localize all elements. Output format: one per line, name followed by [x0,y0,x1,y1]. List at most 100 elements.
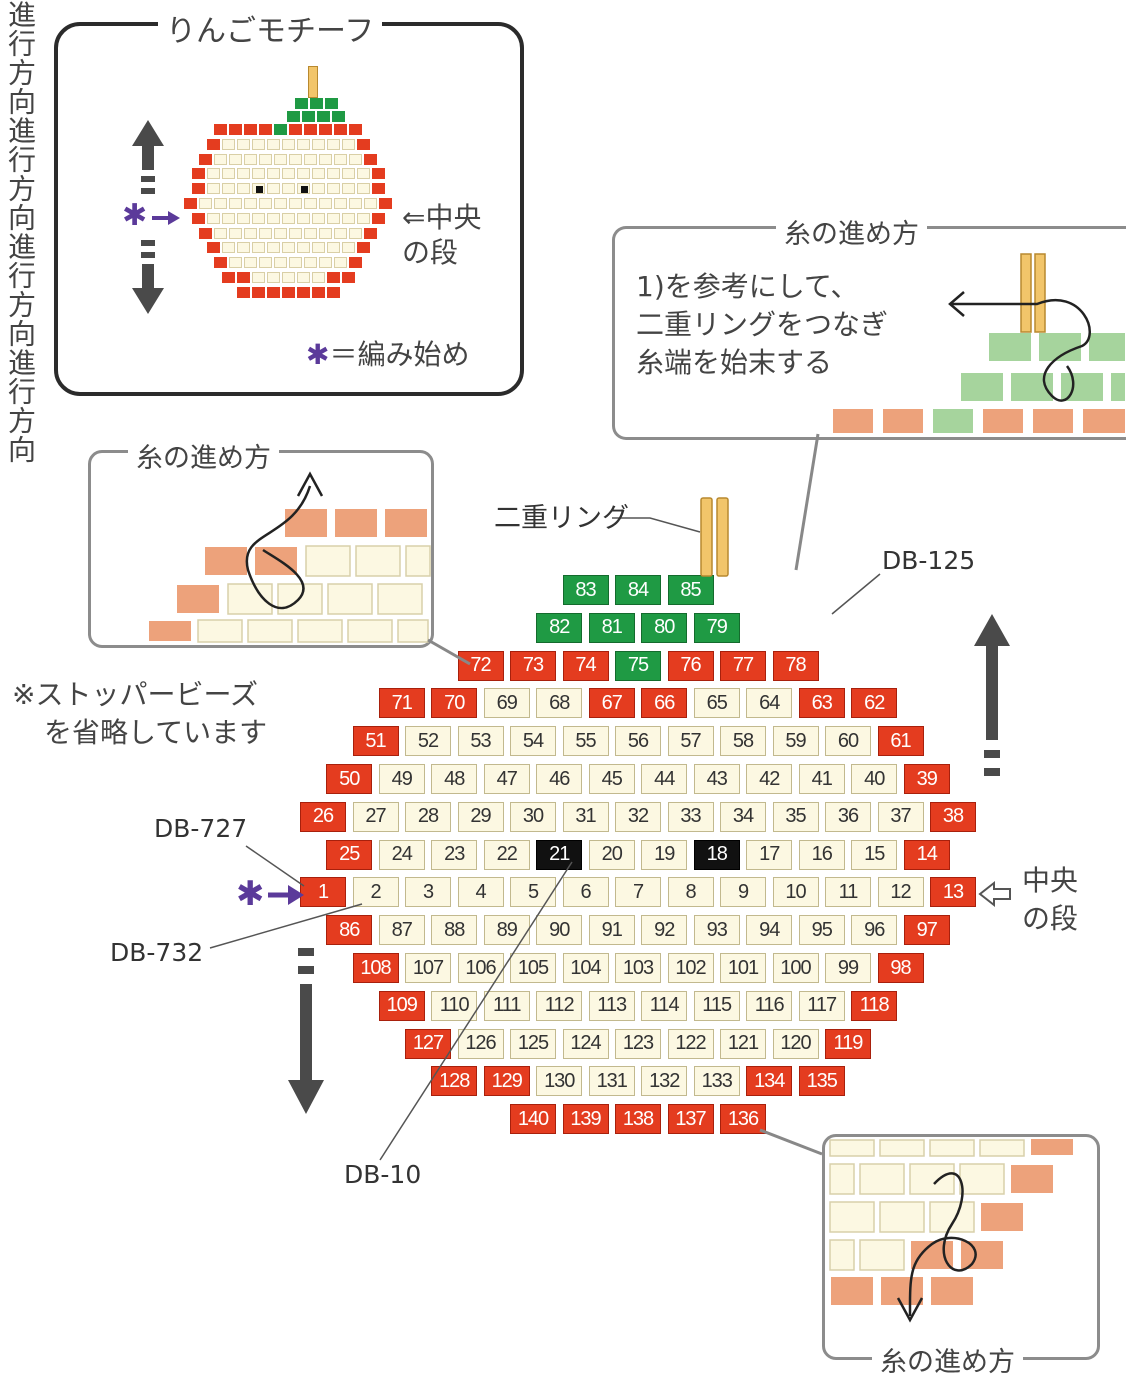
bead-24: 24 [378,839,425,870]
bead-83: 83 [562,575,609,605]
bead-108: 108 [352,953,399,983]
mini-bead [251,286,265,298]
mini-bead [281,272,295,283]
bead-117: 117 [798,990,845,1021]
mini-bead [287,111,300,122]
bead-130: 130 [536,1066,583,1097]
thread-note-line-3: 糸端を始末する [636,346,833,379]
mini-bead [289,124,302,135]
direction-up-label: 進行方向 [4,232,37,348]
mini-bead [304,124,317,135]
mini-bead [371,168,385,180]
mini-bead [296,242,310,254]
bead-35: 35 [772,801,819,832]
bead-4: 4 [457,877,504,908]
mini-bead [341,212,355,224]
mini-bead [266,183,280,195]
bead-87: 87 [378,915,425,946]
bead-126: 126 [457,1028,504,1059]
mini-bead [184,198,197,209]
mini-bead [349,153,362,165]
bead-18: 18 [693,839,740,870]
mini-bead [236,242,250,254]
mini-bead [311,286,325,298]
mini-bead [266,242,280,254]
mini-bead [326,286,340,298]
mini-bead [251,168,265,180]
bead-44: 44 [641,764,688,794]
bead-3: 3 [405,877,451,908]
bead-32: 32 [615,801,661,832]
mini-bead [356,138,370,150]
bead-118: 118 [851,990,898,1021]
thread-left-illustration [147,471,431,643]
mini-bead [236,286,250,298]
mini-bead [251,212,265,224]
bead-15: 15 [851,839,898,870]
db727-label: DB-727 [154,814,248,843]
mini-bead [281,138,295,150]
mini-bead [334,153,347,165]
bead-109: 109 [378,990,425,1021]
bead-43: 43 [693,764,740,794]
bead-12: 12 [877,877,924,908]
mini-bead [281,183,295,195]
mini-bead [364,227,377,239]
mini-bead [251,272,265,283]
arrow-down-icon [132,264,164,314]
mini-bead [356,242,370,254]
motif-overview-title: りんごモチーフ [158,6,383,50]
bead-98: 98 [877,953,924,983]
bead-34: 34 [720,801,766,832]
bead-91: 91 [588,915,635,946]
mini-bead [206,212,220,224]
arrow-up-icon [132,120,164,170]
bead-94: 94 [746,915,793,946]
bead-10: 10 [772,877,819,908]
bead-40: 40 [851,764,898,794]
bead-127: 127 [405,1028,451,1059]
mini-bead [191,212,205,224]
mini-bead [341,242,355,254]
start-mark-icon: ✱ [236,874,265,914]
mini-bead [319,124,332,135]
direction-down-arrow-icon [288,948,324,1114]
motif-direction-down-label: 進行方向 [4,116,37,232]
mini-bead [244,198,257,209]
mini-bead [326,183,340,195]
bead-84: 84 [615,575,661,605]
mini-bead [259,257,272,269]
thread-note-line-2: 二重リングをつなぎ [636,308,889,341]
mini-bead [319,257,332,269]
bead-53: 53 [457,726,504,757]
bead-36: 36 [825,801,871,832]
mini-bead [244,257,257,269]
bead-107: 107 [405,953,451,983]
mini-bead [244,153,257,165]
mini-bead [296,138,310,150]
bead-39: 39 [903,764,950,794]
mini-bead [319,153,332,165]
center-row-label-1: 中央 [1022,864,1079,897]
bead-19: 19 [641,839,688,870]
bead-46: 46 [536,764,583,794]
mini-bead [341,183,355,195]
db732-label: DB-732 [110,938,204,967]
thread-bottom-illustration [829,1137,1075,1323]
db125-label: DB-125 [882,546,976,575]
bead-57: 57 [667,726,714,757]
thread-box-left-title: 糸の進め方 [128,436,279,475]
mini-bead [317,111,330,122]
bead-77: 77 [720,650,766,681]
bead-69: 69 [483,688,530,719]
mini-bead [236,183,250,195]
bead-70: 70 [431,688,478,719]
bead-45: 45 [588,764,635,794]
mini-bead [214,124,227,135]
mini-bead [266,286,280,298]
bead-25: 25 [326,839,373,870]
mini-bead [371,183,385,195]
bead-121: 121 [720,1028,766,1059]
bead-92: 92 [641,915,688,946]
mini-bead [304,153,317,165]
